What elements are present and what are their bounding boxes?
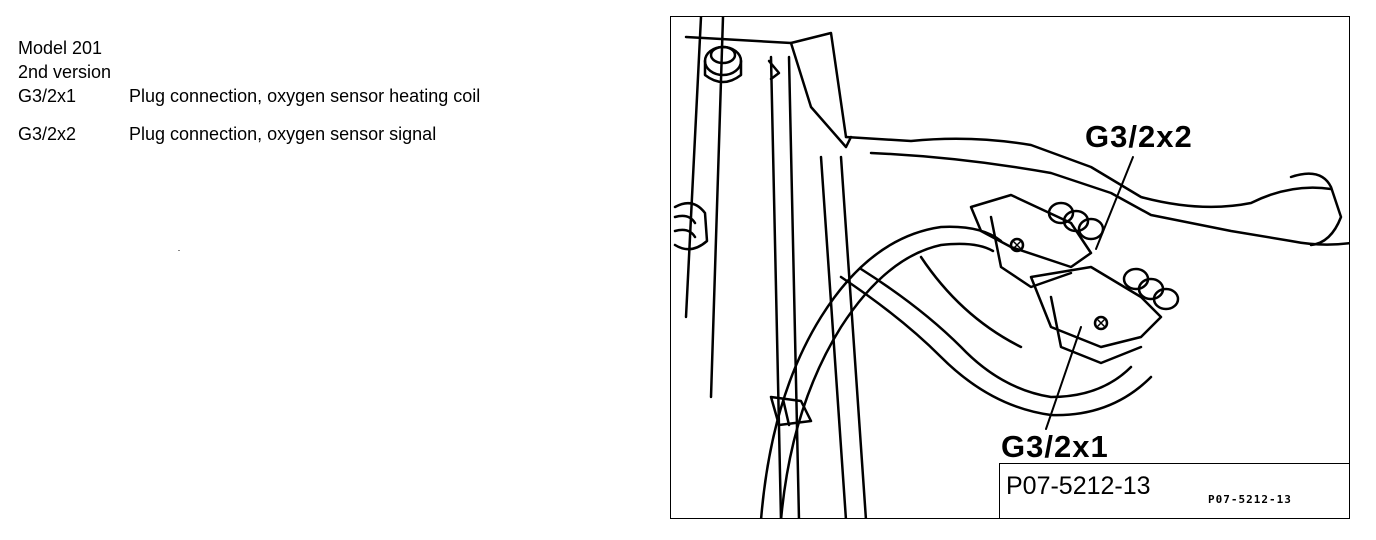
oxygen-sensor-figure: G3/2x2 G3/2x1 P07-5212-13 P07-5212-13 (670, 16, 1350, 519)
scan-speck (178, 250, 180, 251)
figure-reference-box: P07-5212-13 P07-5212-13 (999, 463, 1349, 518)
legend-item-g3-2x2: G3/2x2 Plug connection, oxygen sensor si… (18, 122, 480, 146)
leader-line-bottom (1045, 326, 1082, 430)
connector-g3-2x1 (1029, 265, 1180, 365)
wire-clip (769, 395, 813, 427)
legend-item-g3-2x1: G3/2x1 Plug connection, oxygen sensor he… (18, 84, 480, 108)
model-label: Model 201 (18, 38, 103, 58)
legend-code: G3/2x1 (18, 86, 77, 106)
callout-label-bottom: G3/2x1 (1001, 429, 1109, 464)
callout-label-top: G3/2x2 (1085, 119, 1193, 154)
bolt-left (673, 201, 709, 251)
legend-description: Plug connection, oxygen sensor heating c… (129, 86, 481, 106)
bolt-top (703, 45, 781, 84)
wire-loop (759, 225, 1003, 518)
frame-edge (684, 17, 703, 319)
legend: Model 201 2nd version G3/2x1 Plug connec… (18, 36, 480, 146)
line-drawing: G3/2x2 G3/2x1 (673, 17, 1349, 518)
connector-g3-2x2 (969, 193, 1105, 289)
leader-line-top (1095, 156, 1134, 250)
version-label: 2nd version (18, 62, 112, 82)
panel-edge (844, 135, 1333, 209)
figure-reference-small: P07-5212-13 (1208, 493, 1292, 506)
legend-code: G3/2x2 (18, 124, 77, 144)
figure-reference: P07-5212-13 (1006, 472, 1151, 500)
legend-description: Plug connection, oxygen sensor signal (129, 124, 437, 144)
